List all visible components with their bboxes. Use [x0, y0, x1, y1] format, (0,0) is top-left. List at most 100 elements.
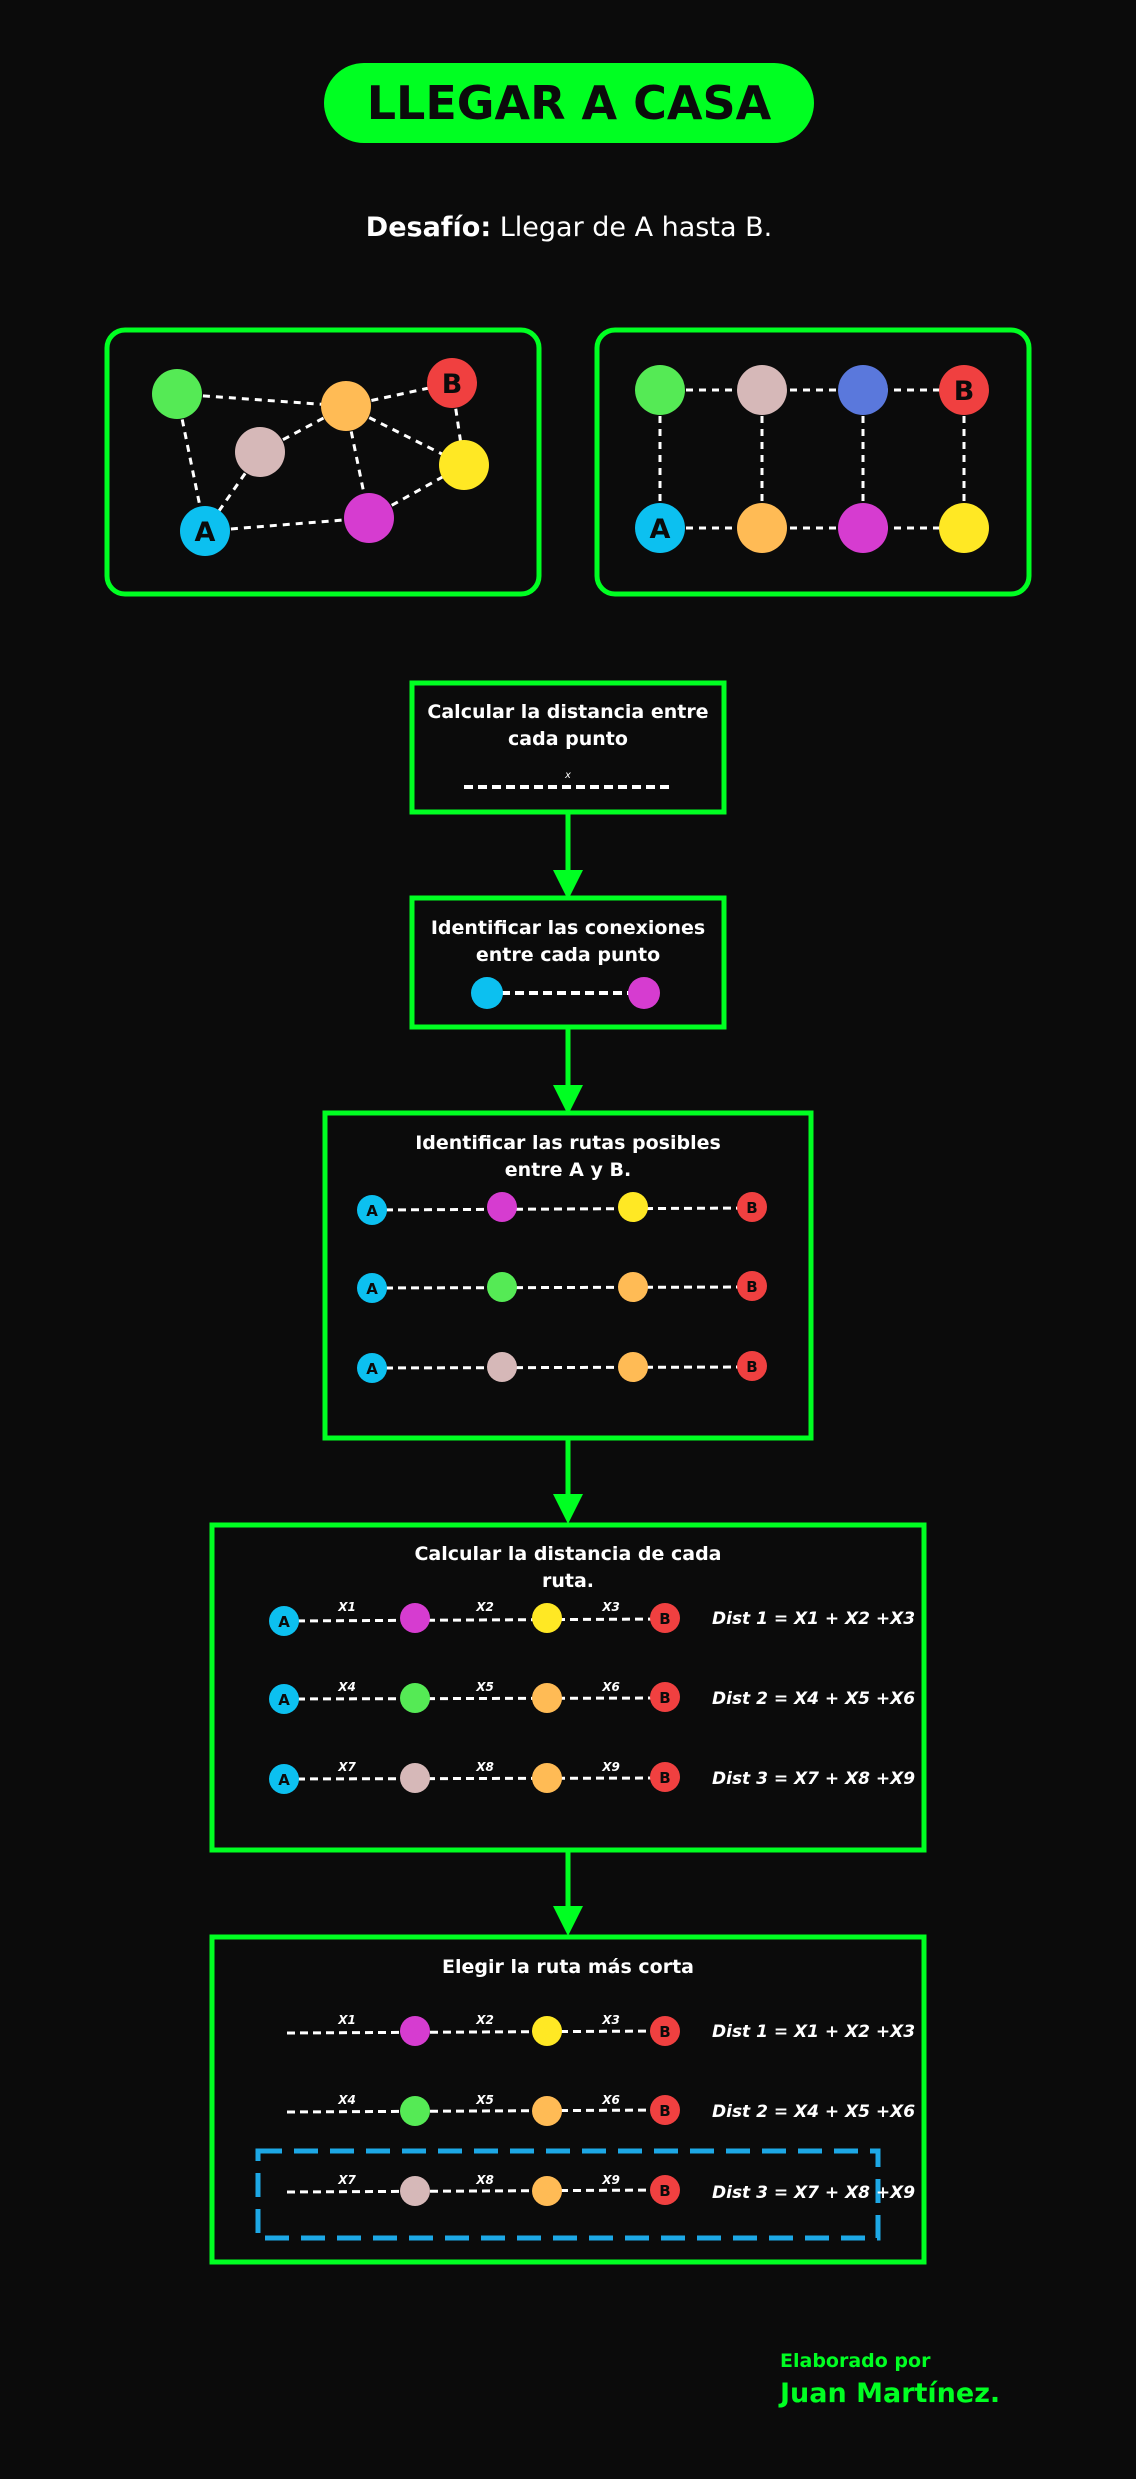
node-magenta	[838, 503, 888, 553]
credit-author: Juan Martínez.	[778, 2378, 1000, 2409]
node-pink	[400, 2176, 430, 2206]
node-yellow	[532, 1603, 562, 1633]
route-line	[283, 1617, 666, 1623]
edge-label: X4	[337, 1680, 356, 1694]
distance-formula: Dist 3 = X7 + X8 +X9	[712, 2183, 915, 2203]
node-b	[737, 1192, 767, 1222]
node-b-label: B	[659, 2102, 670, 2120]
distance-formula: Dist 2 = X4 + X5 +X6	[712, 2102, 915, 2122]
route-line	[371, 1285, 753, 1290]
edge-label: X1	[337, 1600, 356, 1614]
node-yellow	[618, 1192, 648, 1222]
title-background	[324, 63, 814, 143]
step-1-box: Calcular la distancia entre cada punto x	[409, 680, 727, 815]
challenge-text: Desafío: Llegar de A hasta B.	[366, 212, 772, 243]
route-1: B X1 X2 X3 Dist 1 = X1 + X2 +X3	[286, 2013, 915, 2046]
edge-label: X4	[337, 2093, 356, 2107]
distance-formula: Dist 2 = X4 + X5 +X6	[712, 1689, 915, 1709]
node-b	[737, 1351, 767, 1381]
edge-label: X3	[601, 1600, 620, 1614]
node-pink	[487, 1352, 517, 1382]
node-magenta	[628, 977, 660, 1009]
title-pill: LLEGAR A CASA	[324, 63, 814, 143]
node-orange	[618, 1272, 648, 1302]
node-orange	[321, 381, 371, 431]
node-b	[650, 1603, 680, 1633]
route-3: A B X7 X8 X9 Dist 3 = X7 + X8 +X9	[269, 1760, 915, 1794]
node-green	[635, 365, 685, 415]
route-2: B X4 X5 X6 Dist 2 = X4 + X5 +X6	[286, 2093, 915, 2126]
edge-label: X9	[601, 1760, 620, 1774]
challenge-bold: Desafío:	[366, 212, 491, 243]
node-b-label: B	[746, 1358, 757, 1376]
shortest-route-highlight	[255, 2148, 881, 2241]
graph-panel-right-frame	[594, 327, 1032, 597]
route-line	[371, 1365, 753, 1370]
node-a	[635, 503, 685, 553]
route-line	[283, 1696, 666, 1701]
step-2-title-line1: Identificar las conexiones	[431, 917, 705, 939]
node-b-label: B	[442, 369, 463, 400]
graph-panel-left-frame	[104, 327, 542, 597]
node-b-label: B	[746, 1199, 757, 1217]
step-4-box: Calcular la distancia de cada ruta. A B …	[209, 1522, 927, 1853]
node-orange	[532, 1683, 562, 1713]
node-orange	[532, 1763, 562, 1793]
node-a	[180, 506, 230, 556]
credit-line1: Elaborado por	[780, 2350, 931, 2372]
node-a-label: A	[650, 514, 671, 545]
node-magenta	[400, 1603, 430, 1633]
step-4-title-line2: ruta.	[542, 1570, 594, 1592]
node-yellow	[532, 2016, 562, 2046]
node-b	[650, 2016, 680, 2046]
route-line	[283, 1776, 666, 1781]
edge-label: X8	[475, 1760, 494, 1774]
step-1-title-line1: Calcular la distancia entre	[427, 701, 708, 723]
graph-panel-grid: B A	[594, 327, 1032, 597]
challenge-body: Llegar de A hasta B.	[491, 212, 772, 243]
node-green	[487, 1272, 517, 1302]
node-b	[939, 365, 989, 415]
edge-label: X8	[475, 2173, 494, 2187]
node-pink	[737, 365, 787, 415]
node-a-label: A	[366, 1360, 378, 1378]
edge-label: X7	[337, 2173, 356, 2187]
node-b	[650, 1682, 680, 1712]
node-a-label: A	[366, 1202, 378, 1220]
node-b	[650, 2175, 680, 2205]
edge	[204, 516, 370, 533]
node-a-label: A	[195, 517, 216, 548]
edge-label: X2	[475, 2013, 494, 2027]
node-b-label: B	[746, 1278, 757, 1296]
edge-label: X2	[475, 1600, 494, 1614]
step-5-title: Elegir la ruta más corta	[442, 1956, 694, 1978]
step-4-title-line1: Calcular la distancia de cada	[414, 1543, 721, 1565]
node-b	[427, 358, 477, 408]
node-b-label: B	[954, 376, 975, 407]
node-green	[400, 1683, 430, 1713]
node-b-label: B	[659, 1610, 670, 1628]
edge-label: X3	[601, 2013, 620, 2027]
step-3-title-line2: entre A y B.	[505, 1159, 631, 1181]
node-a-label: A	[278, 1613, 290, 1631]
node-green	[152, 369, 202, 419]
node-yellow	[439, 440, 489, 490]
node-magenta	[487, 1192, 517, 1222]
node-a	[357, 1195, 387, 1225]
page-title: LLEGAR A CASA	[367, 76, 772, 130]
node-orange	[532, 2176, 562, 2206]
edge-label: X6	[601, 2093, 620, 2107]
node-orange	[618, 1352, 648, 1382]
edge-label: X5	[475, 1680, 494, 1694]
distance-formula: Dist 1 = X1 + X2 +X3	[712, 1609, 915, 1629]
edge-label: X1	[337, 2013, 356, 2027]
node-orange	[737, 503, 787, 553]
route-line	[286, 2108, 666, 2114]
node-b	[737, 1271, 767, 1301]
graph-panel-irregular: B A	[104, 327, 542, 597]
edge-label: X5	[475, 2093, 494, 2107]
node-b-label: B	[659, 1689, 670, 1707]
distance-formula: Dist 1 = X1 + X2 +X3	[712, 2022, 915, 2042]
route-1: A B X1 X2 X3 Dist 1 = X1 + X2 +X3	[269, 1600, 915, 1636]
